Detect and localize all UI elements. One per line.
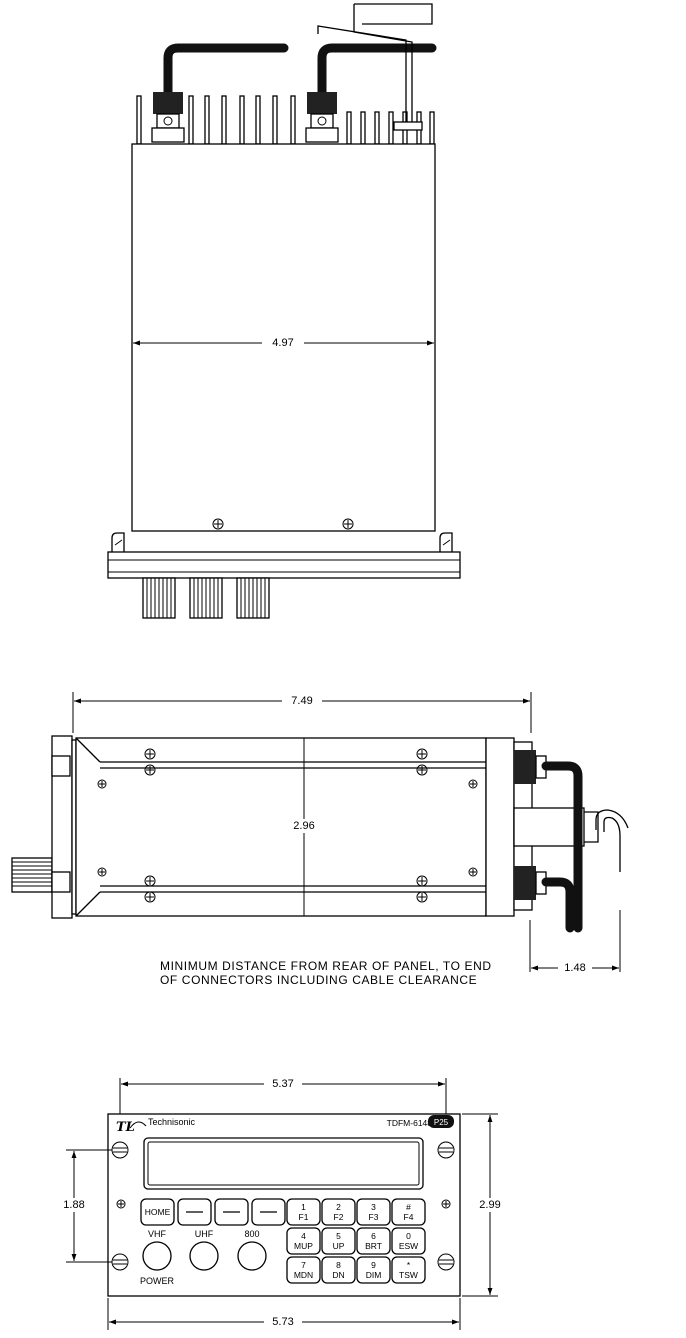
keypad-key[interactable]: 3 F3 bbox=[357, 1199, 390, 1225]
keypad-key[interactable]: 8 DN bbox=[322, 1257, 355, 1283]
soft-key-2[interactable] bbox=[215, 1199, 248, 1225]
side-antenna-lead bbox=[604, 818, 620, 873]
keypad-key[interactable]: 5 UP bbox=[322, 1228, 355, 1254]
soft-key-1[interactable] bbox=[178, 1199, 211, 1225]
top-view: 4.97 bbox=[108, 4, 460, 618]
svg-text:8: 8 bbox=[336, 1260, 341, 1270]
mounting-clips bbox=[112, 533, 452, 552]
rear-connector-lower bbox=[514, 866, 546, 900]
svg-text:F1: F1 bbox=[299, 1212, 309, 1222]
rear-cable-right bbox=[322, 48, 432, 92]
front-view: 5.37 TL Technisonic TDFM-6148 P25 HOME bbox=[58, 1077, 510, 1330]
svg-text:9: 9 bbox=[371, 1260, 376, 1270]
power-label: POWER bbox=[140, 1276, 175, 1286]
keypad-key[interactable]: 6 BRT bbox=[357, 1228, 390, 1254]
side-view: 7.49 2.96 bbox=[12, 692, 628, 987]
keypad-key[interactable]: 1 F1 bbox=[287, 1199, 320, 1225]
rear-connector-upper bbox=[514, 750, 546, 784]
mount-width-value: 5.37 bbox=[272, 1078, 293, 1090]
svg-text:1: 1 bbox=[301, 1202, 306, 1212]
mount-height-value: 1.88 bbox=[63, 1199, 84, 1211]
svg-text:0: 0 bbox=[406, 1231, 411, 1241]
home-key[interactable]: HOME bbox=[141, 1199, 174, 1225]
svg-text:TL: TL bbox=[116, 1120, 135, 1135]
uhf-knob-label: UHF bbox=[195, 1229, 214, 1239]
clearance-note-line1: MINIMUM DISTANCE FROM REAR OF PANEL, TO … bbox=[160, 959, 492, 973]
keypad-key[interactable]: 9 DIM bbox=[357, 1257, 390, 1283]
p25-badge: P25 bbox=[434, 1118, 449, 1127]
svg-text:2: 2 bbox=[336, 1202, 341, 1212]
side-cable-lower bbox=[546, 882, 570, 928]
keypad-key[interactable]: 2 F2 bbox=[322, 1199, 355, 1225]
clearance-note-line2: OF CONNECTORS INCLUDING CABLE CLEARANCE bbox=[160, 973, 477, 987]
side-length-value: 7.49 bbox=[291, 695, 312, 707]
svg-text:3: 3 bbox=[371, 1202, 376, 1212]
rear-cable-left bbox=[168, 48, 284, 92]
svg-text:F4: F4 bbox=[404, 1212, 414, 1222]
vhf-knob-label: VHF bbox=[148, 1229, 167, 1239]
keypad-key[interactable]: 0 ESW bbox=[392, 1228, 425, 1254]
keypad-key[interactable]: # F4 bbox=[392, 1199, 425, 1225]
svg-text:DN: DN bbox=[332, 1270, 344, 1280]
svg-text:ESW: ESW bbox=[399, 1241, 418, 1251]
keypad-key[interactable]: 4 MUP bbox=[287, 1228, 320, 1254]
lcd-display bbox=[144, 1138, 423, 1189]
svg-text:5: 5 bbox=[336, 1231, 341, 1241]
svg-text:UP: UP bbox=[333, 1241, 345, 1251]
svg-text:TSW: TSW bbox=[399, 1270, 418, 1280]
svg-text:#: # bbox=[406, 1202, 411, 1212]
svg-text:F2: F2 bbox=[334, 1212, 344, 1222]
svg-text:MDN: MDN bbox=[294, 1270, 313, 1280]
front-knobs-top bbox=[143, 578, 269, 618]
bnc-connector-left bbox=[152, 92, 184, 142]
knob-uhf-top bbox=[190, 578, 222, 618]
bnc-connector-right bbox=[306, 92, 338, 142]
svg-text:MUP: MUP bbox=[294, 1241, 313, 1251]
brand-label: Technisonic bbox=[148, 1117, 196, 1127]
svg-text:F3: F3 bbox=[369, 1212, 379, 1222]
knob-vhf-top bbox=[143, 578, 175, 618]
top-width-value: 4.97 bbox=[272, 337, 293, 349]
rear-clearance-value: 1.48 bbox=[564, 962, 585, 974]
uhf-knob[interactable] bbox=[190, 1242, 218, 1270]
svg-text:7: 7 bbox=[301, 1260, 306, 1270]
overall-width-value: 5.73 bbox=[272, 1316, 293, 1328]
svg-text:DIM: DIM bbox=[366, 1270, 382, 1280]
overall-height-value: 2.99 bbox=[479, 1199, 500, 1211]
front-bezel-top bbox=[108, 552, 460, 578]
800-knob-label: 800 bbox=[244, 1229, 259, 1239]
keypad-key[interactable]: * TSW bbox=[392, 1257, 425, 1283]
knob-800-top bbox=[237, 578, 269, 618]
svg-text:6: 6 bbox=[371, 1231, 376, 1241]
vhf-knob[interactable] bbox=[143, 1242, 171, 1270]
side-height-value: 2.96 bbox=[293, 820, 314, 832]
side-chassis bbox=[76, 738, 486, 916]
side-knob bbox=[12, 858, 52, 892]
soft-key-3[interactable] bbox=[252, 1199, 285, 1225]
home-key-label: HOME bbox=[145, 1207, 171, 1217]
svg-text:BRT: BRT bbox=[365, 1241, 382, 1251]
rear-housing bbox=[486, 738, 514, 916]
model-label: TDFM-6148 bbox=[387, 1118, 433, 1128]
svg-text:4: 4 bbox=[301, 1231, 306, 1241]
800-knob[interactable] bbox=[238, 1242, 266, 1270]
keypad-key[interactable]: 7 MDN bbox=[287, 1257, 320, 1283]
